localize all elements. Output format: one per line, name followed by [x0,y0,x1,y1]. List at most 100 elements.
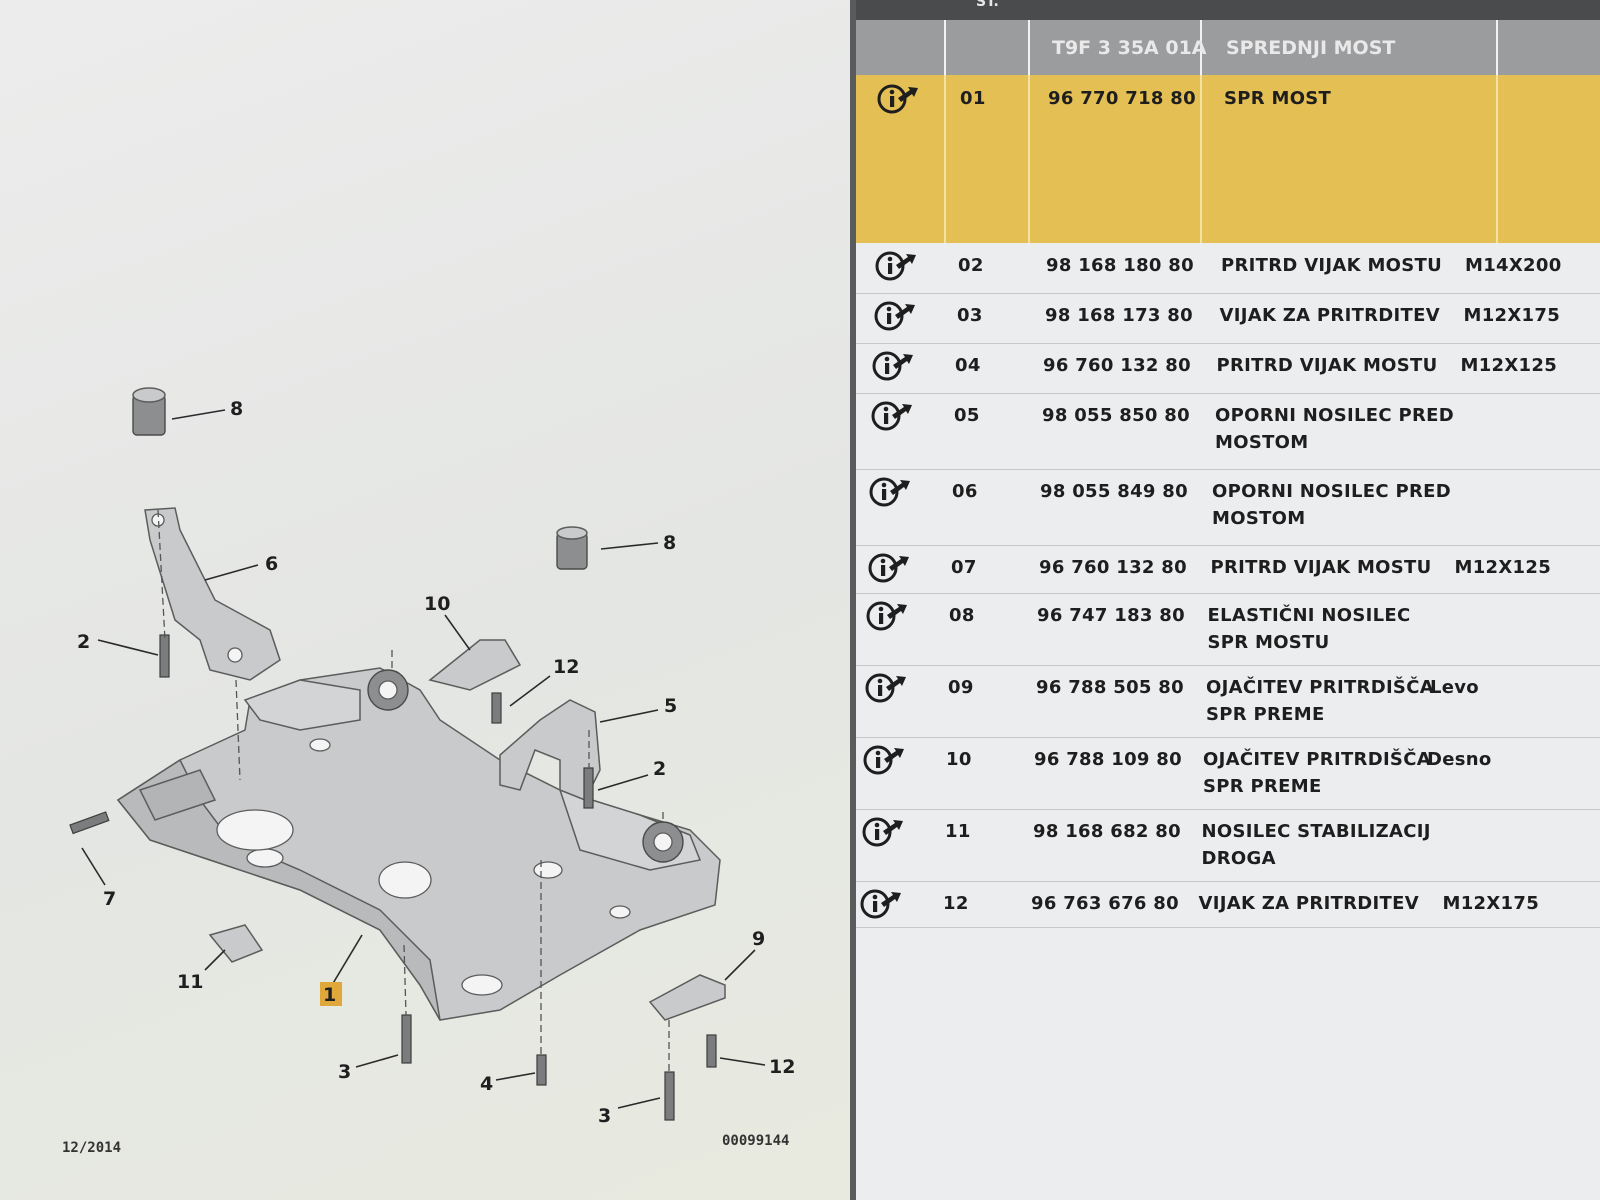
info-arrow-icon[interactable] [873,299,917,333]
reinforcement-10 [428,639,522,691]
row-part-number: 96 788 109 80 [1034,749,1182,770]
row-description: PRITRD VIJAK MOSTU [1221,255,1443,276]
table-row[interactable]: 04 96 760 132 80 PRITRD VIJAK MOSTU M12X125 [856,343,1600,394]
row-position: 12 [943,893,969,914]
row-position: 03 [957,305,983,326]
row-position: 07 [951,557,977,578]
info-arrow-icon[interactable] [865,599,909,633]
exploded-diagram: 8 6 2 8 10 12 5 2 7 11 1 3 4 3 12 9 12/2… [0,0,850,1200]
callout-7[interactable]: 7 [103,888,116,910]
callout-8[interactable]: 8 [230,398,243,420]
table-row[interactable]: 12 96 763 676 80 VIJAK ZA PRITRDITEV M12X17… [856,881,1600,928]
info-arrow-icon[interactable] [861,815,905,849]
elastic-bushing-right [556,526,588,570]
row-part-number: 98 055 850 80 [1042,405,1190,426]
callout-2-right[interactable]: 2 [653,758,666,780]
table-row[interactable]: 10 96 788 109 80 OJAČITEV PRITRDIŠČA SPR PR… [856,737,1600,810]
row-spec: M12X125 [1460,355,1558,376]
row-part-number: 96 763 676 80 [1031,893,1179,914]
pane-divider[interactable] [850,0,856,1200]
row-description: NOSILEC STABILIZACIJ [1201,821,1431,842]
diagram-date: 12/2014 [62,1140,122,1156]
row-position: 02 [958,255,984,276]
callout-4[interactable]: 4 [480,1073,493,1095]
row-spec: M12X175 [1463,305,1561,326]
callout-11[interactable]: 11 [177,971,203,993]
header-assembly-name: SPREDNJI MOST [1226,37,1396,59]
row-spec: Levo [1430,677,1479,698]
row-part-number: 96 760 132 80 [1043,355,1191,376]
table-row[interactable]: 05 98 055 850 80 OPORNI NOSILEC PRED MOSTOM [856,393,1600,470]
row-position: 05 [954,405,980,426]
row-description-line2: SPR PREME [1203,776,1322,797]
row-part-number: 98 168 173 80 [1045,305,1193,326]
support-bracket-6 [144,507,281,681]
front-subframe-drawing: 8 6 2 8 10 12 5 2 7 11 1 3 4 3 12 9 [69,387,795,1127]
bolt-7 [69,811,110,835]
row-part-number: 98 168 180 80 [1046,255,1194,276]
info-arrow-icon[interactable] [876,82,920,116]
info-arrow-icon[interactable] [862,743,906,777]
callout-8-right[interactable]: 8 [663,532,676,554]
table-header: T9F 3 35A 01A SPREDNJI MOST [856,20,1600,75]
info-arrow-icon[interactable] [871,349,915,383]
header-reference: T9F 3 35A 01A [1052,37,1207,59]
table-top-strip: ST. [856,0,1600,20]
info-arrow-icon[interactable] [859,887,903,921]
info-arrow-icon[interactable] [864,671,908,705]
callout-12-upper[interactable]: 12 [553,656,579,678]
row-description-line2: SPR PREME [1206,704,1325,725]
row-description: OJAČITEV PRITRDIŠČA [1206,677,1434,698]
row-description: OJAČITEV PRITRDIŠČA [1203,749,1431,770]
row-description: SPR MOST [1224,88,1332,109]
subframe-rear-arm-left [243,679,361,731]
table-row[interactable]: 11 98 168 682 80 NOSILEC STABILIZACIJ DROGA [856,809,1600,882]
row-position: 11 [945,821,971,842]
row-spec: M12X125 [1454,557,1552,578]
reinforcement-9 [648,974,726,1021]
subframe-front-rail [116,758,441,1021]
row-description: VIJAK ZA PRITRDITEV [1198,893,1419,914]
row-description-line2: DROGA [1201,848,1276,869]
row-part-number: 96 788 505 80 [1036,677,1184,698]
callout-10[interactable]: 10 [424,593,450,615]
row-description: PRITRD VIJAK MOSTU [1210,557,1432,578]
info-arrow-icon[interactable] [874,249,918,283]
bolt-12-lower [706,1034,717,1068]
callout-3-rear[interactable]: 3 [598,1105,611,1127]
callout-12-lower[interactable]: 12 [769,1056,795,1078]
callout-2[interactable]: 2 [77,631,90,653]
bolt-3-rear [664,1071,675,1121]
row-description: OPORNI NOSILEC PRED [1215,405,1454,426]
row-part-number: 98 055 849 80 [1040,481,1188,502]
callout-6[interactable]: 6 [265,553,278,575]
row-position: 04 [955,355,981,376]
row-description-line2: SPR MOSTU [1207,632,1330,653]
info-arrow-icon[interactable] [870,399,914,433]
row-position: 10 [946,749,972,770]
row-part-number: 96 747 183 80 [1037,605,1185,626]
callout-5[interactable]: 5 [664,695,677,717]
row-description: PRITRD VIJAK MOSTU [1216,355,1438,376]
callout-3[interactable]: 3 [338,1061,351,1083]
callout-1[interactable]: 1 [323,984,336,1006]
bolt-3-front [401,1014,412,1064]
row-part-number: 98 168 682 80 [1033,821,1181,842]
info-arrow-icon[interactable] [867,551,911,585]
bolt-12-upper [491,692,502,724]
row-spec: M12X175 [1442,893,1540,914]
callout-9[interactable]: 9 [752,928,765,950]
info-arrow-icon[interactable] [868,475,912,509]
row-description: OPORNI NOSILEC PRED [1212,481,1451,502]
row-description-line2: MOSTOM [1215,432,1309,453]
elastic-bushing-left [132,387,166,436]
row-position: 06 [952,481,978,502]
